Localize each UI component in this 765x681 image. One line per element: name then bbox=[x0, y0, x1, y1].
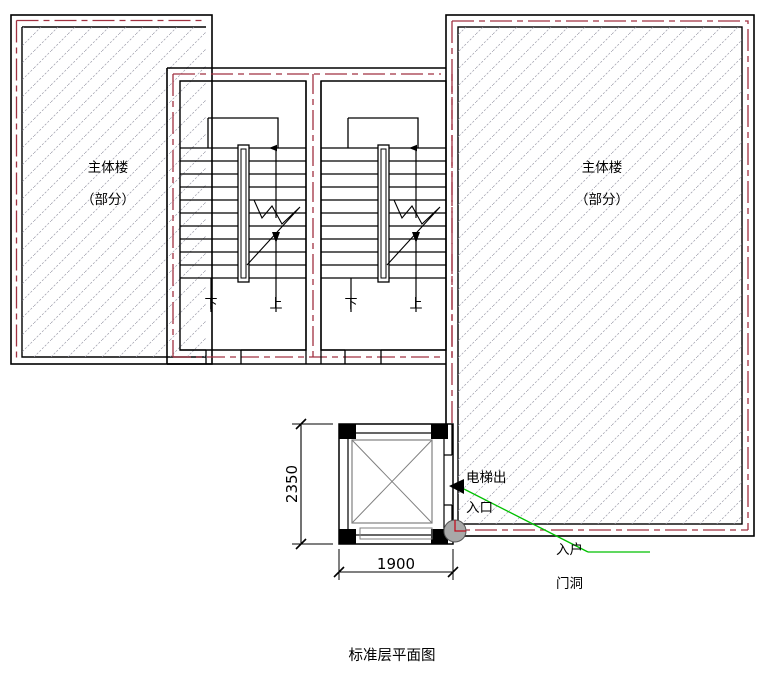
stairwell-right-down-label: 下 bbox=[344, 297, 357, 312]
entrance-arrowhead bbox=[449, 479, 464, 494]
elevator-column-bottom-left bbox=[339, 529, 356, 544]
right-block-label-line1: 主体楼 bbox=[582, 160, 623, 176]
right-block-hatch-fill bbox=[458, 27, 742, 524]
unit-door-label-line2: 门洞 bbox=[556, 576, 583, 592]
dimension-group: 2350 1900 bbox=[283, 418, 459, 580]
entry-point-marker-cross bbox=[454, 520, 466, 532]
left-block-label-line2: （部分） bbox=[81, 192, 135, 208]
stairwell-right: 下 上 bbox=[321, 117, 446, 312]
right-main-building-block: 主体楼 （部分） bbox=[445, 14, 755, 537]
stairwell-left-up-label: 上 bbox=[269, 297, 282, 312]
stairwell-left-handrail-inner bbox=[240, 148, 247, 279]
elevator-landing-door bbox=[359, 527, 433, 540]
elevator-entrance-label-line1: 电梯出 bbox=[466, 470, 507, 486]
left-main-building-block: 主体楼 （部分） bbox=[10, 14, 213, 365]
stairwell-left-up-arrow-lower bbox=[272, 232, 280, 243]
elevator-column-top-right bbox=[431, 424, 448, 439]
drawing-title: 标准层平面图 bbox=[349, 647, 436, 664]
dim-width-ticks bbox=[333, 566, 459, 578]
stairwell-divider-wall bbox=[305, 81, 322, 350]
stairwell-right-landing bbox=[347, 117, 419, 148]
elevator-inner-wall bbox=[347, 432, 445, 536]
elevator-cab bbox=[351, 439, 433, 524]
elevator-column-top-left bbox=[339, 424, 356, 439]
stairwell-right-up-label: 上 bbox=[409, 297, 422, 312]
left-block-axis-line bbox=[15, 19, 206, 359]
elevator-door-jambs bbox=[444, 424, 453, 529]
left-block-label-line1: 主体楼 bbox=[88, 160, 129, 176]
stair-band-walls bbox=[166, 67, 453, 365]
dim-width-value: 1900 bbox=[377, 555, 415, 573]
dim-height-value: 2350 bbox=[283, 465, 301, 503]
left-block-hatch-fill bbox=[22, 27, 206, 357]
door-leader-diagonal bbox=[459, 486, 589, 553]
dim-height-ticks bbox=[295, 418, 307, 550]
stairwell-left-down-label: 下 bbox=[204, 297, 217, 312]
elevator-shaft bbox=[338, 423, 454, 545]
elevator-entrance-label-line2: 入口 bbox=[466, 500, 493, 516]
right-block-label-line2: （部分） bbox=[575, 192, 629, 208]
stairwell-left: 下 上 bbox=[180, 117, 306, 312]
annotation-group: 电梯出 入口 入户 门洞 bbox=[443, 470, 650, 592]
left-block-outer-wall bbox=[10, 14, 213, 365]
stairwell-right-up-arrow-lower bbox=[412, 232, 420, 243]
stairwell-right-handrail-inner bbox=[380, 148, 387, 279]
unit-door-label-line1: 入户 bbox=[556, 541, 583, 558]
stairwell-left-landing bbox=[207, 117, 279, 148]
elevator-cab-cross bbox=[351, 439, 433, 524]
stairwell-door-openings bbox=[167, 349, 446, 365]
